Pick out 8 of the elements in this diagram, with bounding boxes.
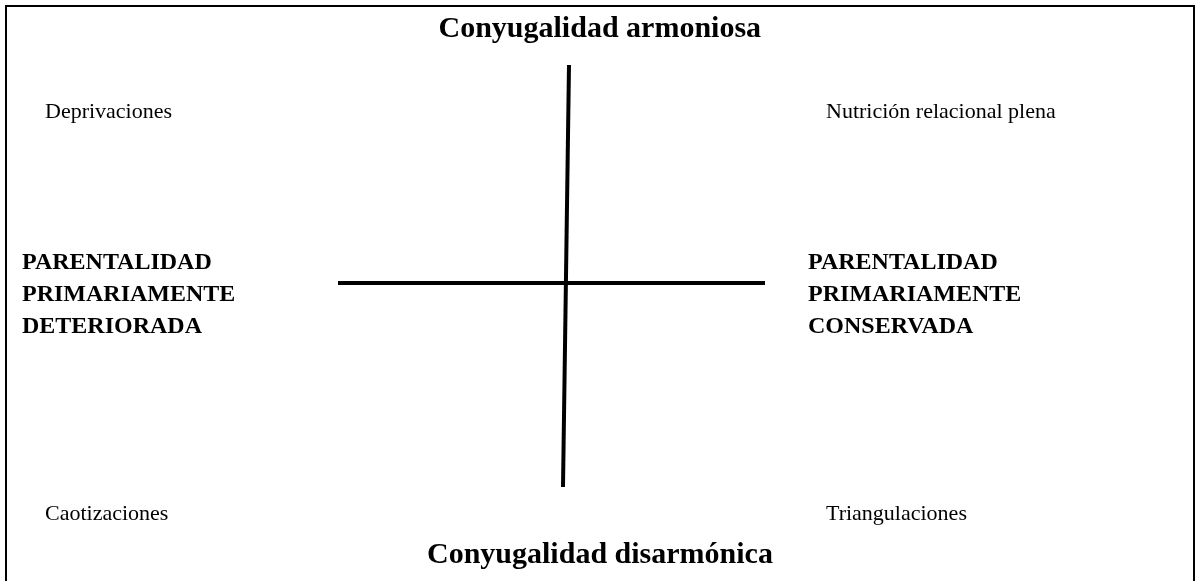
axis-title: Conyugalidad disarmónica bbox=[427, 536, 773, 570]
axis-end-label: PARENTALIDAD PRIMARIAMENTE DETERIORADA bbox=[22, 247, 237, 340]
quadrant-label: Caotizaciones bbox=[45, 500, 169, 526]
quadrant-label: Triangulaciones bbox=[826, 500, 967, 526]
quadrant-label: Deprivaciones bbox=[45, 98, 173, 124]
axis-end-label: PARENTALIDAD PRIMARIAMENTE CONSERVADA bbox=[808, 247, 1023, 340]
quadrant-label: Nutrición relacional plena bbox=[826, 98, 1056, 124]
axis-title: Conyugalidad armoniosa bbox=[438, 10, 762, 44]
